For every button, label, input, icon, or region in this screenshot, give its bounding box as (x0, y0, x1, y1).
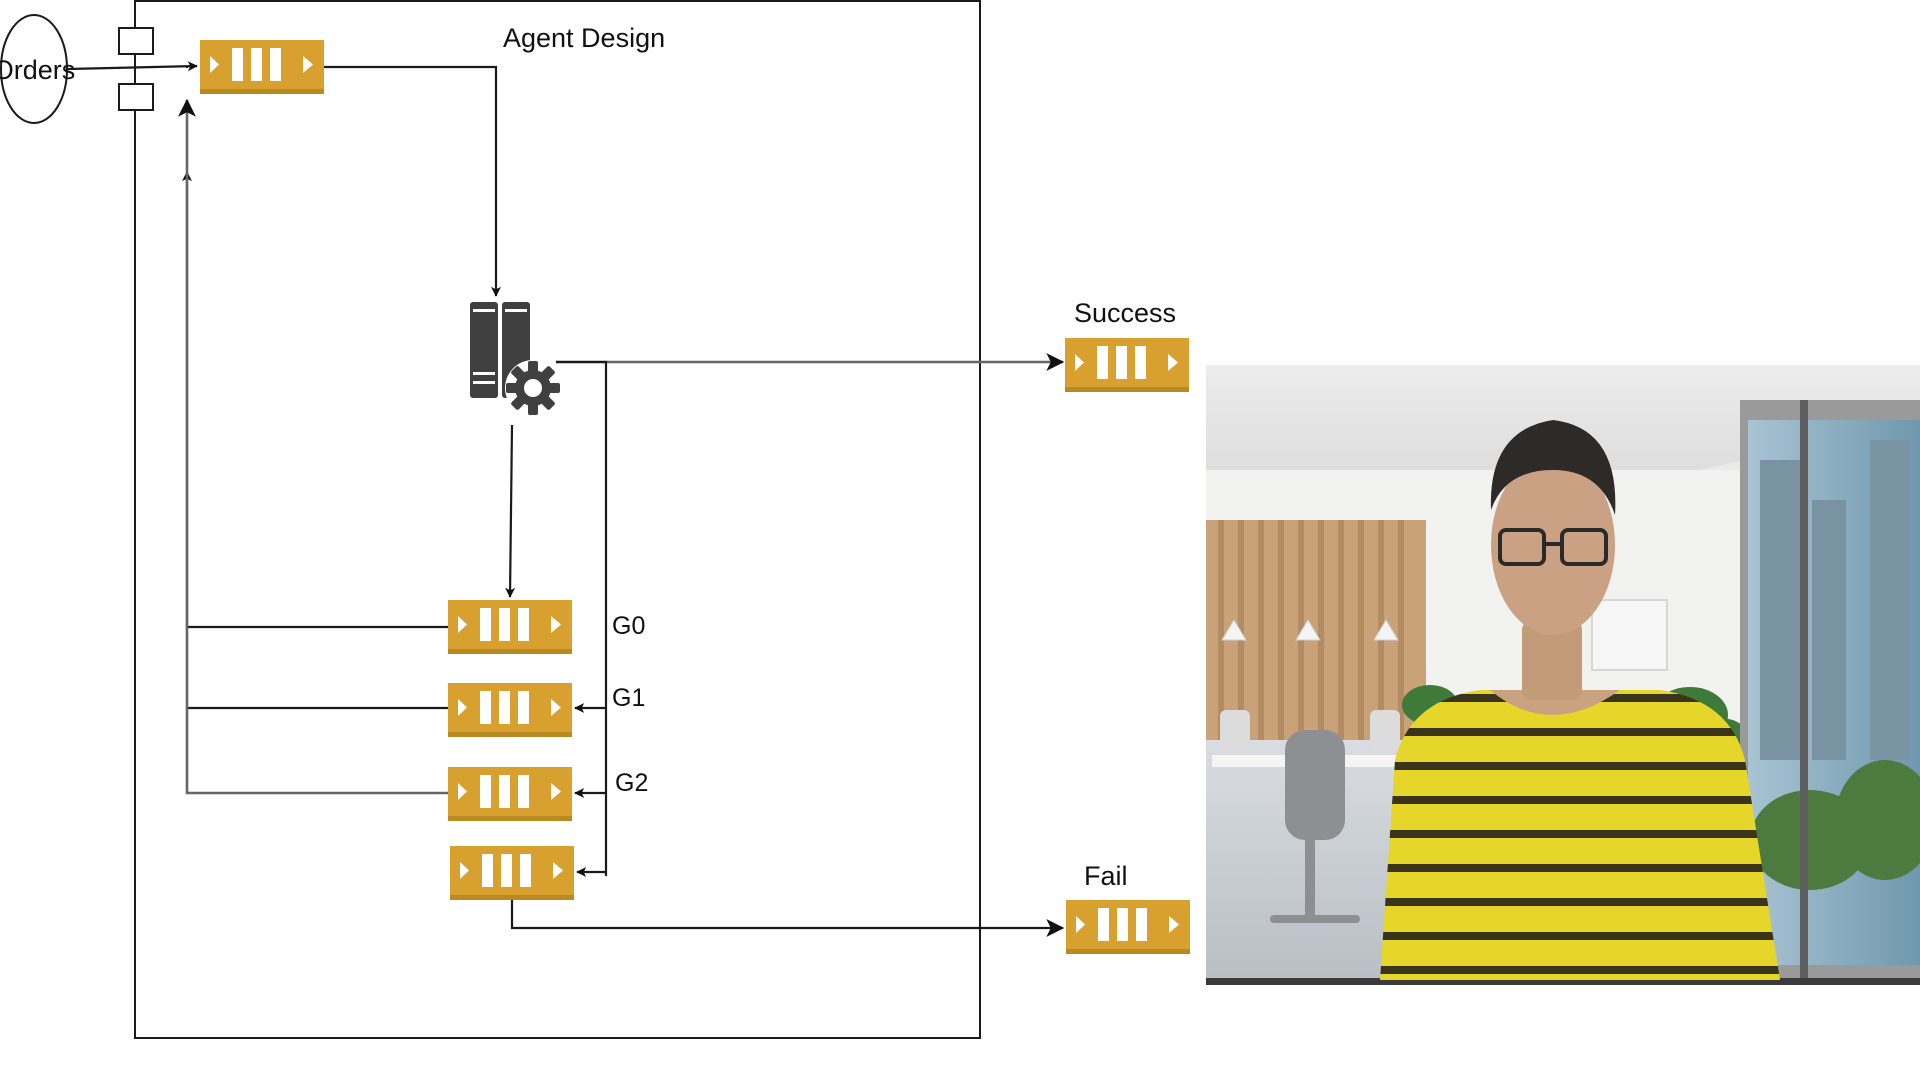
queue-to-processor-arrow (324, 65, 501, 297)
agent-container (134, 0, 981, 1039)
retry-queue-final-icon (450, 846, 574, 900)
final-to-fail-arrow (510, 900, 1065, 937)
fail-label: Fail (1084, 861, 1128, 891)
person-in-video (1380, 420, 1780, 980)
input-port-top (118, 27, 154, 55)
g0-feedback-arrow (182, 171, 448, 629)
processor-to-g0-arrow (505, 424, 516, 598)
webcam-video-inset (1206, 365, 1920, 985)
orders-label: Orders (0, 55, 75, 85)
retry-queue-g0-icon (448, 600, 572, 654)
success-queue-icon (1065, 338, 1189, 392)
orders-to-queue-arrow (67, 61, 198, 72)
orders-source: Orders (0, 14, 75, 124)
retry-queue-g2-icon (448, 767, 572, 821)
processor-retry-bus (556, 360, 608, 876)
server-gear-icon (470, 302, 561, 416)
retry-label-g2: G2 (615, 769, 648, 797)
diagram-title: Agent Design (503, 23, 665, 53)
fail-queue-icon (1066, 900, 1190, 954)
retry-label-g1: G1 (612, 684, 645, 712)
input-port-bottom (118, 83, 154, 111)
retry-queue-g1-icon (448, 683, 572, 737)
success-label: Success (1074, 298, 1176, 328)
input-queue-icon (200, 40, 324, 94)
retry-label-g0: G0 (612, 612, 645, 640)
g2-feedback-arrow (178, 98, 448, 795)
